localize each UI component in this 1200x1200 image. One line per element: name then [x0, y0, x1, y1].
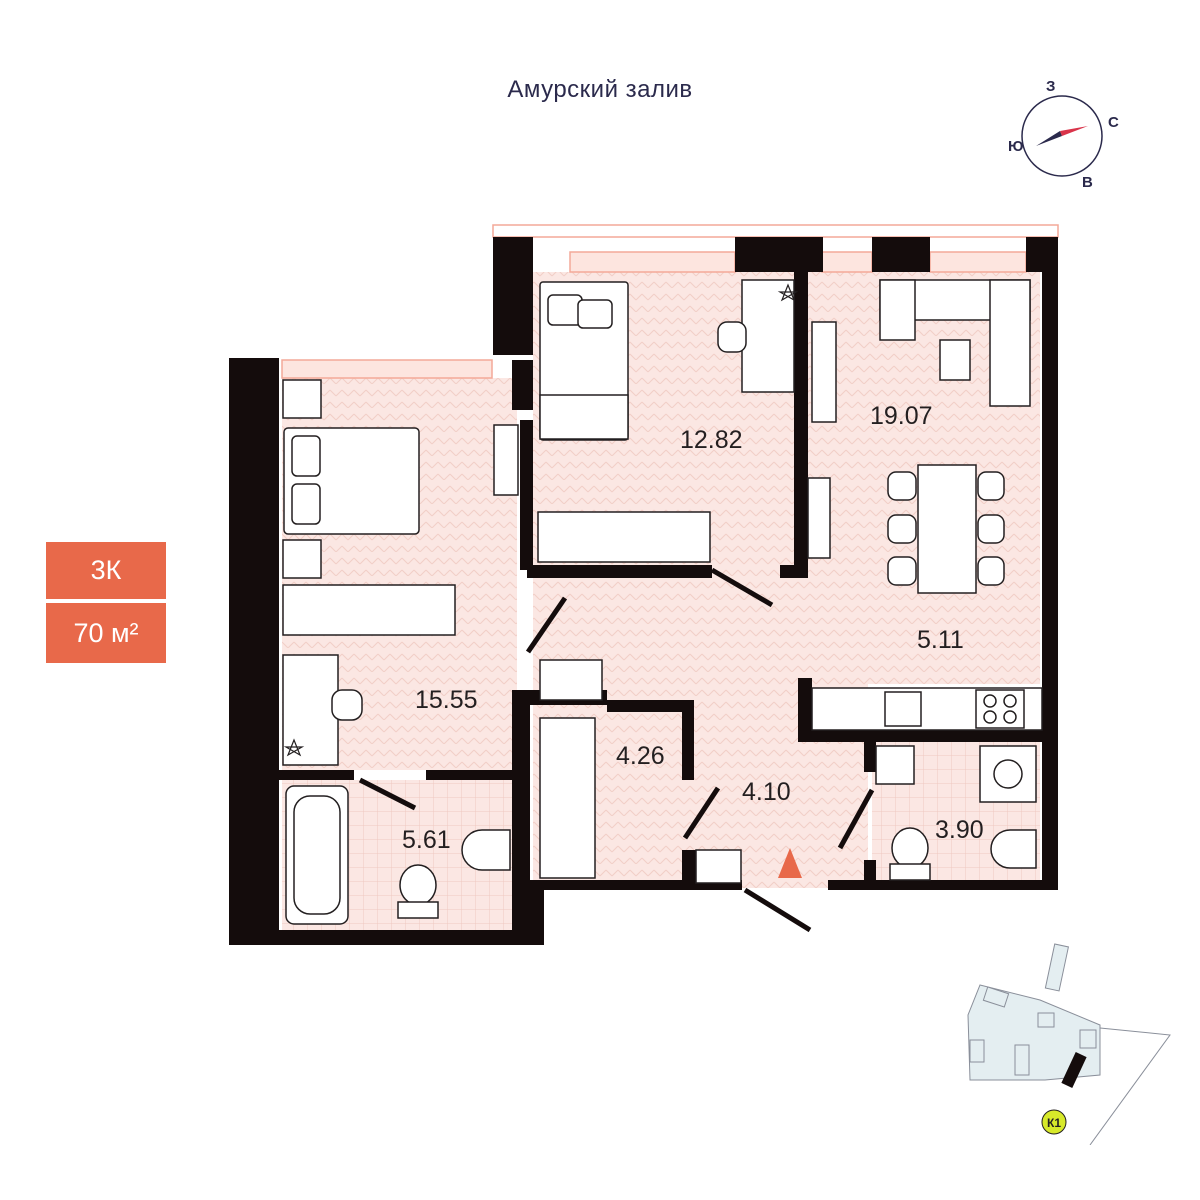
wardrobe: [537, 511, 711, 563]
room-area-bathroom-1: 5.61: [402, 826, 451, 854]
chair: [331, 689, 363, 721]
desk: [741, 279, 795, 393]
room-area-bedroom-1: 15.55: [415, 686, 478, 714]
stove-icon: [975, 689, 1025, 729]
room-area-kitchen: 5.11: [917, 626, 964, 654]
wardrobe: [282, 584, 456, 636]
compass: З С В Ю: [1000, 76, 1130, 196]
compass-north: З: [1046, 78, 1056, 95]
room-area-bathroom-2: 3.90: [935, 816, 984, 844]
room-area-storage: 4.26: [616, 742, 665, 770]
site-plan-map: К1: [967, 943, 1171, 1146]
tv-stand: [811, 321, 837, 423]
chair: [717, 321, 747, 353]
compass-south: В: [1082, 174, 1093, 191]
apartment-type-badge: 3К: [46, 542, 166, 599]
sink-icon: [884, 691, 922, 727]
bed-icon: [539, 281, 629, 441]
furniture: [282, 279, 1043, 925]
windows: [281, 224, 1059, 379]
compass-icon: [1021, 95, 1103, 177]
boiler: [875, 745, 915, 785]
site-plan: К1: [950, 935, 1180, 1146]
nightstand: [282, 539, 322, 579]
plant-icon: [283, 283, 799, 757]
wardrobe: [539, 717, 596, 879]
sink-icon: [461, 829, 511, 871]
apartment-area-badge: 70 м²: [46, 603, 166, 663]
shelf: [807, 477, 831, 559]
coffee-table: [939, 339, 971, 381]
dining-table: [887, 464, 1005, 594]
compass-west: Ю: [1008, 138, 1024, 155]
washing-machine: [979, 745, 1037, 803]
shoe-cabinet: [695, 849, 742, 884]
tv-stand: [493, 424, 519, 496]
doors: [358, 567, 875, 933]
building-badge: [1041, 1109, 1067, 1135]
entrance-arrow-icon: [778, 848, 802, 878]
cabinet: [539, 659, 603, 701]
room-area-hallway: 4.10: [742, 778, 791, 806]
page-title: Амурский залив: [507, 76, 693, 103]
bed-icon: [283, 427, 420, 535]
toilet-icon: [397, 864, 439, 919]
desk: [282, 654, 339, 766]
nightstand: [282, 379, 322, 419]
room-area-bedroom-2: 12.82: [680, 426, 743, 454]
room-area-living-room: 19.07: [870, 402, 933, 430]
sink-icon: [990, 829, 1037, 869]
building-marker: [1061, 1052, 1087, 1088]
sofa-icon: [879, 279, 1031, 407]
walls: [229, 237, 1058, 945]
compass-east: С: [1108, 114, 1119, 131]
toilet-icon: [889, 827, 931, 881]
bathtub-icon: [285, 785, 349, 925]
building-label: К1: [1047, 1116, 1061, 1130]
